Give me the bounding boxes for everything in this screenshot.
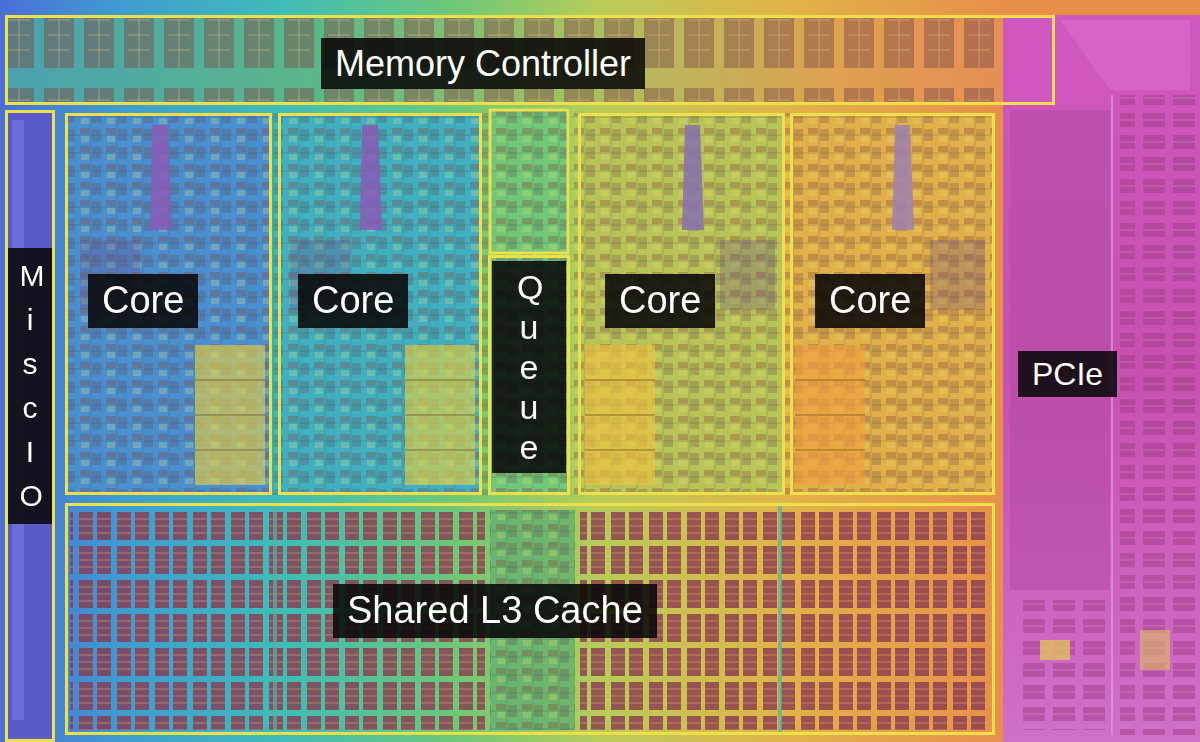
region-label: Core xyxy=(619,278,701,324)
label-box: Memory Controller xyxy=(321,38,645,89)
region-label: Shared L3 Cache xyxy=(347,588,643,634)
region-label: Core xyxy=(829,278,911,324)
queue-region: Queue xyxy=(488,255,570,495)
region-label: Misc IO xyxy=(20,254,41,518)
label-box: Queue xyxy=(492,261,566,473)
label-box: PCIe xyxy=(1018,351,1117,397)
region-label: PCIe xyxy=(1032,355,1103,393)
label-box: Core xyxy=(605,274,715,328)
label-box: Shared L3 Cache xyxy=(333,584,657,638)
label-box: Core xyxy=(298,274,408,328)
pcie-region: PCIe xyxy=(1003,15,1200,742)
core-region: Core xyxy=(790,113,995,495)
l3-cache-region: Shared L3 Cache xyxy=(65,503,995,735)
region-label: Memory Controller xyxy=(335,42,631,85)
label-box: Core xyxy=(815,274,925,328)
memory-controller-region: Memory Controller xyxy=(5,15,1055,105)
misc-io-region: Misc IO xyxy=(5,110,55,742)
core-region: Core xyxy=(65,113,272,495)
core-region: Core xyxy=(278,113,482,495)
core-region: Core xyxy=(578,113,785,495)
region-label: Core xyxy=(312,278,394,324)
region-label: Queue xyxy=(517,267,541,467)
region-label: Core xyxy=(102,278,184,324)
label-box: Misc IO xyxy=(8,248,52,524)
label-box: Core xyxy=(88,274,198,328)
